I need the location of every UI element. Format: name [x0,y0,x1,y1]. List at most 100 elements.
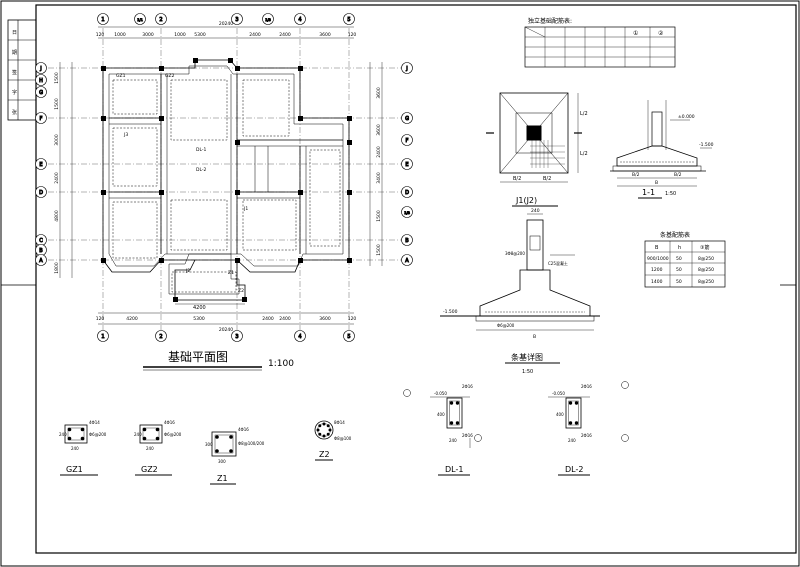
dimension-bottom-total: 20240 [219,327,233,333]
axis-bubble-bottom: 3 [231,330,243,342]
dl2-elev: -0.050 [552,391,565,396]
section-annotations: 4Φ14 Φ6@200 240 240 4Φ16 Φ6@200 240 240 … [59,384,592,464]
strip-table-cell: 1400 [651,279,663,285]
strip-footing-table: 条基配筋表 B h ③筋 900/1000 50 8@250 1200 50 8… [644,231,726,288]
axis-bubble-top: 3 [231,13,243,25]
plan-label-j3: J3 [123,132,128,138]
dimension-bottom: 4200 [126,316,138,322]
title-block-label: 张 [12,109,17,116]
plan-label-gz2: GZ2 [165,73,175,79]
dl2-top-bar: 2Φ16 [581,384,592,389]
axis-bubble-label: D [405,190,409,196]
axis-bubble-label: 4 [298,17,301,23]
section-1-1-label: 1-1 [642,188,655,197]
structural-columns [101,58,352,302]
strip-dim-b: B [533,334,536,340]
dl2-label: DL-2 [565,465,583,474]
dimension-left: 1800 [54,262,60,274]
footing-table-title: 独立基础配筋表: [528,17,572,25]
axis-bubble-label: 3 [235,17,238,23]
plan-label-z2: Z2 [238,288,244,294]
axis-bubble-left: J [35,62,47,74]
gz2-bar: 4Φ16 [164,420,175,425]
axis-bubble-left: C [35,234,47,246]
axis-bubble-label: 2 [159,334,162,340]
dimension-right: 1500 [376,244,382,256]
gz2-stirrup: Φ6@200 [164,432,182,437]
plan-title: 基础平面图 [168,350,228,364]
strip-table-cell: 50 [676,267,682,273]
title-block: 日 期 签 字 张 [7,19,37,121]
gz1-bar: 4Φ14 [89,420,100,425]
dl2-dim-w: 240 [568,438,576,443]
axis-bubble-left: H [35,74,47,86]
plan-label-z1: Z1 [228,270,234,276]
axis-bubble-label: C [39,238,43,244]
dimension-top-total: 20240 [219,21,233,27]
axis-bubble-left: D [35,186,47,198]
dimension-top: 2400 [279,32,291,38]
gz2-dim-h: 240 [134,432,142,437]
strip-table-cell: 8@250 [698,267,714,273]
inner-frame [35,4,797,554]
axis-bubble-left: A [35,254,47,266]
axis-bubble-right: A [401,254,413,266]
title-block-label: 签 [12,69,17,76]
axis-bubble-label: E [405,162,408,168]
dimension-right: 3600 [376,87,382,99]
axis-bubble-label: B [405,238,409,244]
j1-footing-plan-detail: B/2 B/2 L/2 L/2 [486,92,588,183]
dimension-lines [59,26,383,325]
title-block-label: 字 [12,89,17,96]
axis-bubble-top: 1/1 [134,13,146,25]
strip-elev: -1.500 [443,309,458,315]
axis-bubble-label: D [39,190,43,196]
dimension-left: 4800 [54,210,60,222]
plan-dim-4200: 4200 [193,305,206,311]
z1-label: Z1 [217,474,228,483]
plan-label-j1: J1 [243,206,248,212]
axis-bubble-bottom: 4 [294,330,306,342]
z1-dim-w: 300 [218,459,226,464]
z1-stirrup: Φ8@100/200 [238,441,265,446]
strip-table-cell: 900/1000 [647,256,669,262]
axis-bubble-label: 2 [159,17,162,23]
gz1-label: GZ1 [66,465,83,474]
axis-bubble-label: J [405,66,407,72]
strip-dim-width: 240 [531,208,540,214]
axis-bubble-label: A [405,258,409,264]
plan-scale: 1:100 [268,359,294,369]
strip-note: Φ6@200 [497,323,515,328]
axis-bubble-bottom: 2 [155,330,167,342]
axis-bubble-label: 1 [101,17,104,23]
strip-detail-scale: 1:50 [522,369,533,375]
axis-bubble-top: 4 [294,13,306,25]
axis-bubble-right: F [401,134,413,146]
column-beam-sections [64,381,629,457]
z1-dim-h: 300 [205,442,213,447]
axis-bubble-label: 3 [235,334,238,340]
axis-bubble-label: 4 [298,334,301,340]
dl2-dim-h: 400 [556,412,564,417]
axis-bubble-label: F [40,116,43,122]
strip-table-cell: 50 [676,279,682,285]
dl1-elev: -0.050 [434,391,447,396]
strip-detail-label: 条基详图 [511,352,543,362]
plan-label-dl1: DL-1 [196,147,207,153]
dimension-right: 2400 [376,146,382,158]
section-1-1-elev-top: ±0.000 [678,114,695,120]
dimension-top: 1000 [114,32,126,38]
axis-bubble-right: G [401,112,413,124]
plan-label-dl2: DL-2 [196,167,207,173]
dimension-right: 3400 [376,172,382,184]
axis-bubble-right: B [401,234,413,246]
strip-table-header: h [678,245,681,251]
j1-detail-label: J1(J2) [515,196,537,205]
dimension-left: 2400 [54,172,60,184]
plan-label-j2: J2 [185,268,190,274]
j1-dim-b-right: B/2 [543,176,551,182]
axis-bubble-label: E [39,162,42,168]
axis-bubble-label: 1/B [404,211,410,215]
